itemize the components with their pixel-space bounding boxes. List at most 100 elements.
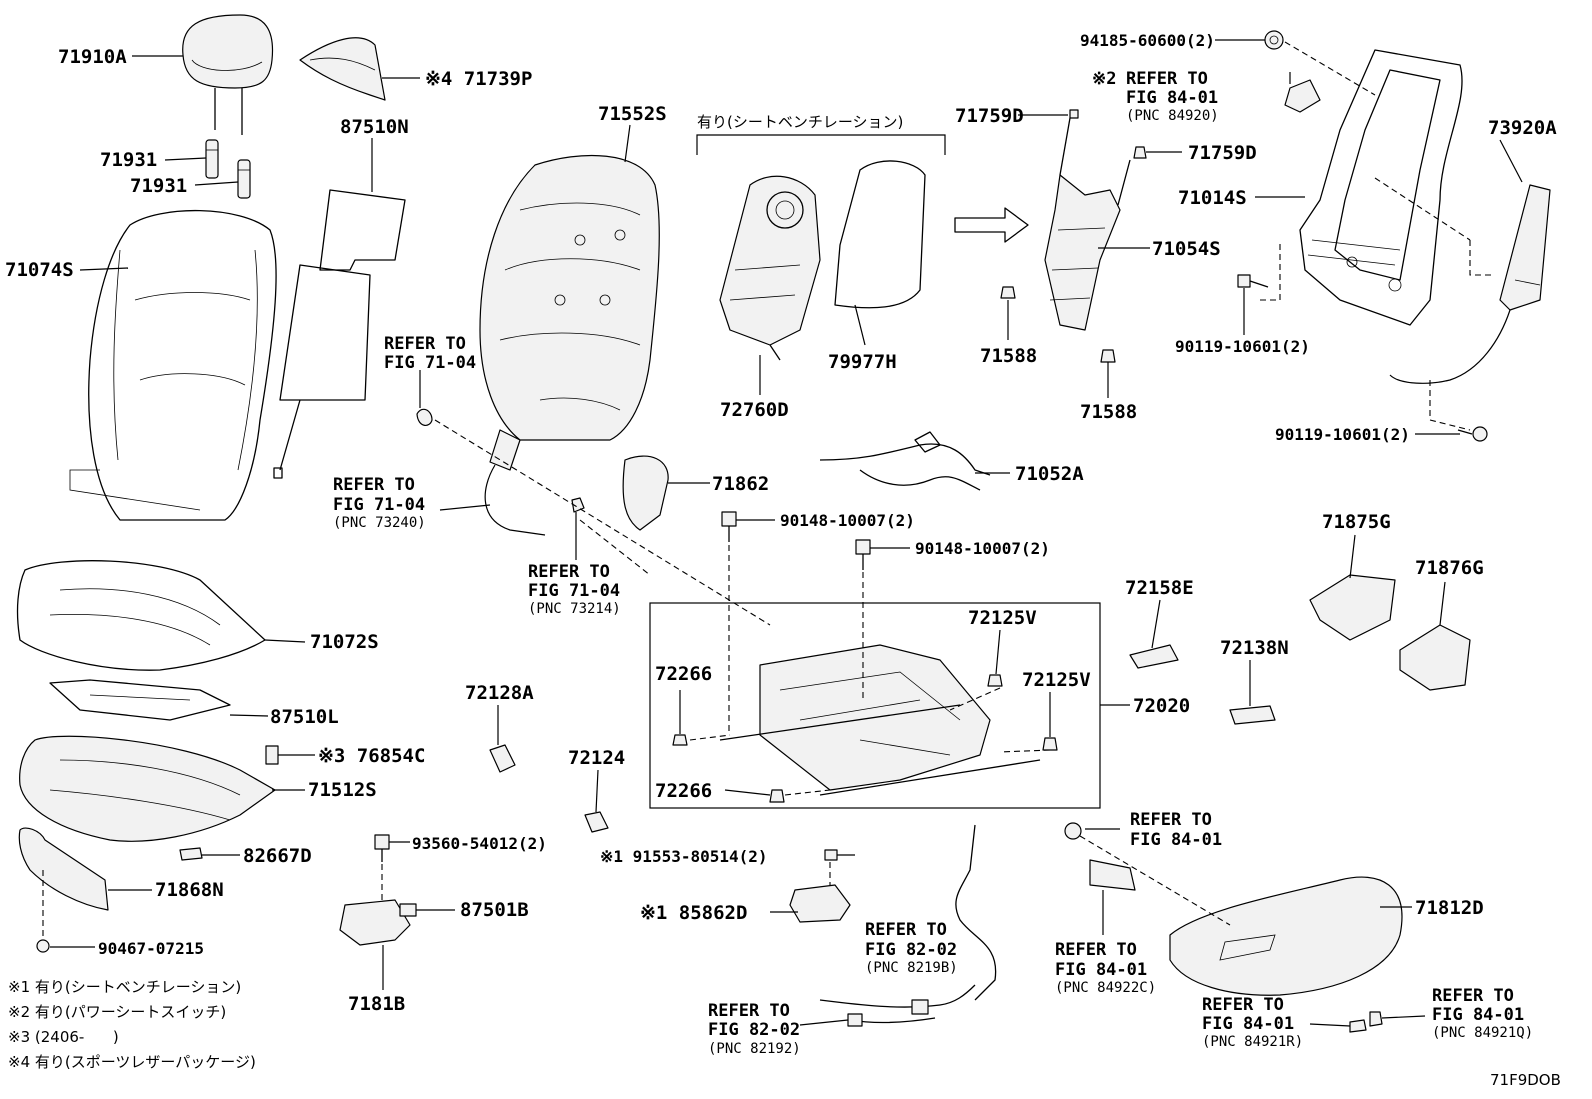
seatbelt-buckle-drawing — [416, 408, 585, 536]
cushion-pad-drawing — [19, 735, 276, 842]
ref-8-line1: REFER TO — [1055, 940, 1137, 960]
label-vent-group: 有り(シートベンチレーション) — [697, 113, 903, 131]
label-71812D: 71812D — [1415, 897, 1484, 919]
part-labels: 71910A 71931 71931 71074S ※4 71739P 8751… — [5, 31, 1557, 1015]
headrest-guide-drawing — [205, 139, 251, 199]
ref-7-line2: FIG 82-02 — [708, 1020, 800, 1040]
label-72158E: 72158E — [1125, 577, 1194, 599]
ref-1-line2: FIG 71-04 — [384, 353, 476, 373]
switch-bracket-drawing — [1284, 79, 1321, 113]
label-87510N: 87510N — [340, 116, 409, 138]
label-90467: 90467-07215 — [98, 939, 204, 958]
label-87501B: 87501B — [460, 899, 529, 921]
footnote-2: ※2 有り(パワーシートスイッチ) — [8, 1003, 226, 1021]
trim-panel-drawing — [299, 37, 386, 101]
ref-block-2: REFER TO FIG 71-04 (PNC 73240) — [333, 475, 426, 531]
dashed-leaders — [42, 41, 1495, 940]
recliner-motor-drawing — [1389, 184, 1551, 384]
assembly-arrow — [954, 207, 1029, 243]
figure-code: 71F9DOB — [1490, 1071, 1561, 1089]
trim-clip-drawing — [36, 939, 50, 953]
headrest-drawing — [182, 14, 274, 135]
label-72128A: 72128A — [465, 682, 534, 704]
label-85862D: ※1 85862D — [640, 902, 747, 924]
label-71759D-top: 71759D — [955, 105, 1024, 127]
label-71588-left: 71588 — [980, 345, 1037, 367]
label-94185: 94185-60600(2) — [1080, 31, 1215, 50]
label-71074S: 71074S — [5, 259, 74, 281]
ref-9-line2: FIG 84-01 — [1202, 1014, 1294, 1034]
vent-module-drawing — [789, 849, 851, 923]
label-76854C: ※3 76854C — [318, 745, 425, 767]
ref-block-5: REFER TO FIG 84-01 — [1130, 810, 1222, 850]
track-clip-drawing — [489, 644, 1276, 833]
ref-block-7: REFER TO FIG 82-02 (PNC 82192) — [708, 1001, 801, 1057]
harness-clip-drawing — [265, 745, 279, 765]
ref-2-pnc: (PNC 73240) — [333, 515, 426, 531]
ref-6-line1: REFER TO — [865, 920, 947, 940]
ref-8-line2: FIG 84-01 — [1055, 960, 1147, 980]
label-71875G: 71875G — [1322, 511, 1391, 533]
leader-lines — [50, 39, 1523, 1027]
seatback-cover-drawing — [69, 209, 277, 521]
label-71052A: 71052A — [1015, 463, 1084, 485]
vent-mat-drawing — [834, 160, 926, 309]
label-71072S: 71072S — [310, 631, 379, 653]
lumbar-support-drawing — [1044, 109, 1147, 331]
label-71588-right: 71588 — [1080, 401, 1137, 423]
vent-fan-drawing — [719, 175, 821, 361]
ref-6-line2: FIG 82-02 — [865, 940, 957, 960]
ref-9-line1: REFER TO — [1202, 995, 1284, 1015]
ref-9-pnc: (PNC 84921R) — [1202, 1034, 1303, 1050]
footnote-4: ※4 有り(スポーツレザーパッケージ) — [8, 1053, 256, 1071]
vent-group-bracket — [696, 134, 946, 155]
lower-harness-drawing — [819, 824, 997, 1027]
label-72266-lower: 72266 — [655, 780, 712, 802]
label-71862: 71862 — [712, 473, 769, 495]
seatback-frame-drawing — [1299, 49, 1463, 326]
front-trim-drawing — [18, 827, 109, 911]
ref-4-line2: FIG 84-01 — [1126, 88, 1218, 108]
ref-10-line2: FIG 84-01 — [1432, 1005, 1524, 1025]
label-72266-upper: 72266 — [655, 663, 712, 685]
footnotes: ※1 有り(シートベンチレーション) ※2 有り(パワーシートスイッチ) ※3 … — [8, 978, 256, 1071]
nut-drawing — [1264, 30, 1284, 50]
label-72124: 72124 — [568, 747, 625, 769]
ref-10-pnc: (PNC 84921Q) — [1432, 1025, 1533, 1041]
seat-track-box — [649, 602, 1101, 809]
ref-7-pnc: (PNC 82192) — [708, 1041, 801, 1057]
seat-heater-back-drawing — [273, 189, 406, 479]
ref-2-line2: FIG 71-04 — [333, 495, 425, 515]
ref-4-line1: REFER TO — [1126, 69, 1208, 89]
ref-block-6: REFER TO FIG 82-02 (PNC 8219B) — [865, 920, 958, 976]
footnote-3: ※3 (2406- ) — [8, 1028, 119, 1046]
seat-switch-drawing — [1064, 822, 1383, 1033]
side-shield-drawing — [622, 455, 669, 531]
label-7181B: 7181B — [348, 993, 405, 1015]
ref-5-line1: REFER TO — [1130, 810, 1212, 830]
ref-block-8: REFER TO FIG 84-01 (PNC 84922C) — [1055, 940, 1156, 996]
label-71910A: 71910A — [58, 46, 127, 68]
ref-block-10: REFER TO FIG 84-01 (PNC 84921Q) — [1432, 986, 1533, 1041]
label-71931-lower: 71931 — [130, 175, 187, 197]
footnote-1: ※1 有り(シートベンチレーション) — [8, 978, 241, 996]
label-71931-upper: 71931 — [100, 149, 157, 171]
ref-block-4: ※2 REFER TO FIG 84-01 (PNC 84920) — [1092, 69, 1219, 124]
ref-3-pnc: (PNC 73214) — [528, 601, 621, 617]
seat-side-cover-drawing — [1169, 876, 1403, 996]
ref-4-prefix: ※2 — [1092, 69, 1116, 89]
ref-3-line1: REFER TO — [528, 562, 610, 582]
ref-block-9: REFER TO FIG 84-01 (PNC 84921R) — [1202, 995, 1303, 1050]
ref-3-line2: FIG 71-04 — [528, 581, 620, 601]
label-72020: 72020 — [1133, 695, 1190, 717]
label-79977H: 79977H — [828, 351, 897, 373]
label-87510L: 87510L — [270, 706, 339, 728]
label-71014S: 71014S — [1178, 187, 1247, 209]
label-90119-upper: 90119-10601(2) — [1175, 337, 1310, 356]
label-71739P: ※4 71739P — [425, 68, 532, 90]
label-72125V-upper: 72125V — [968, 607, 1037, 629]
ref-2-line1: REFER TO — [333, 475, 415, 495]
seat-track-bolt-drawing — [721, 511, 871, 570]
label-71876G: 71876G — [1415, 557, 1484, 579]
